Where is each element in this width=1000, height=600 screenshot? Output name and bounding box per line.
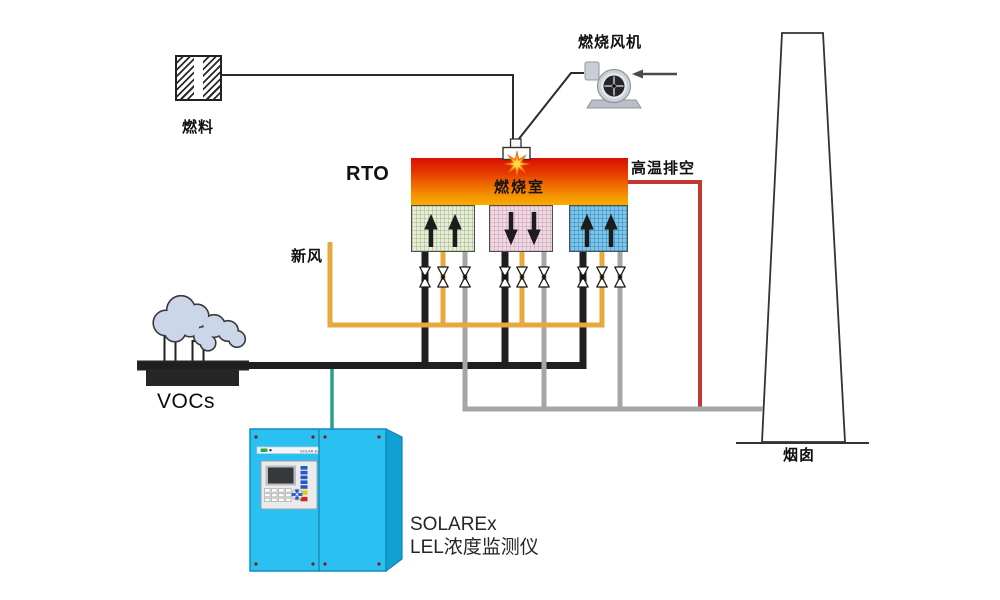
vocs-label: VOCs — [157, 390, 216, 413]
cabinet-screws — [254, 435, 381, 566]
up-arrows-icon — [580, 213, 618, 247]
monitor-name: SOLAREx — [410, 514, 497, 535]
red-button — [300, 496, 308, 502]
control-panel — [260, 460, 318, 510]
rto-label: RTO — [346, 163, 390, 185]
fuel-label: 燃料 — [182, 118, 215, 136]
chamber-left-up — [411, 205, 475, 252]
flame-icon — [503, 150, 531, 178]
hatch-left — [177, 57, 194, 99]
dpad — [291, 488, 303, 501]
yellow-button — [300, 490, 308, 495]
display-screen — [268, 467, 294, 484]
combustion-fan-label: 燃烧风机 — [578, 33, 643, 51]
fresh-air-pipe — [327, 242, 605, 328]
lel-monitor-cabinet-icon: SOLAR Ex — [249, 428, 403, 573]
high-temp-exhaust-pipe — [628, 180, 702, 408]
high-temp-exhaust-label: 高温排空 — [631, 159, 696, 177]
fresh-air-label: 新风 — [291, 247, 324, 265]
monitor-desc: LEL浓度监测仪 — [410, 537, 539, 558]
cabinet-name-strip — [256, 446, 319, 454]
chimney-label: 烟囱 — [783, 446, 816, 464]
hatch-right — [203, 57, 220, 99]
monitor-label: SOLAREx LEL浓度监测仪 — [410, 513, 539, 559]
smoke-clouds-icon — [152, 294, 247, 352]
combustion-fan-icon — [584, 61, 642, 109]
air-intake-arrow-icon — [632, 69, 677, 79]
chimney-icon — [736, 32, 869, 444]
up-arrows-icon — [424, 213, 462, 247]
keypad — [264, 488, 292, 503]
fan-duct-line — [517, 72, 584, 141]
chamber-middle-down — [489, 205, 553, 252]
cabinet-logo-icon — [260, 448, 268, 452]
fuel-tank-icon — [175, 55, 222, 101]
function-buttons — [300, 466, 308, 489]
hatch-gap — [194, 57, 203, 99]
down-arrows-icon — [504, 212, 541, 246]
cabinet-brand-text: SOLAR Ex — [300, 448, 319, 453]
chamber-right-up — [569, 205, 628, 252]
combustion-chamber-label: 燃烧室 — [493, 178, 545, 196]
fuel-line — [222, 74, 514, 140]
